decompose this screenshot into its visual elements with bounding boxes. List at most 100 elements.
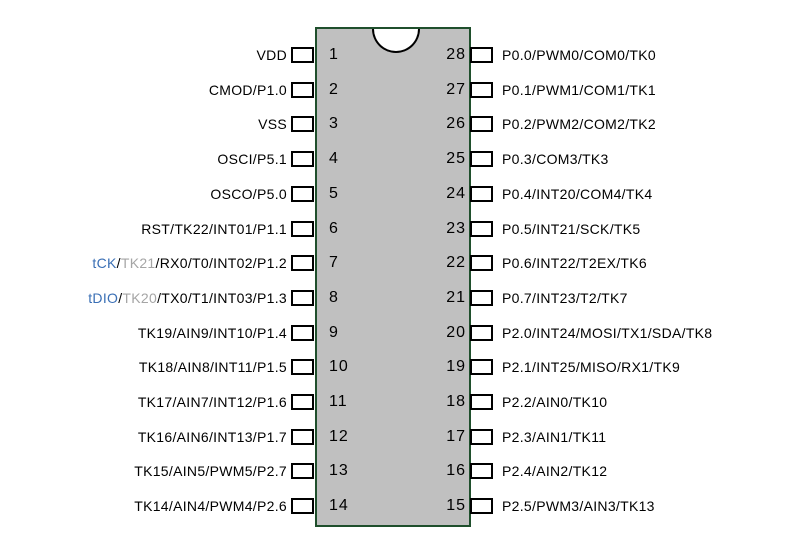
pin-13-number: 13 [329,462,349,480]
pin-label-segment: P0.6/INT22/T2EX/TK6 [502,255,647,272]
chip-notch [372,29,420,53]
pin-2-label: CMOD/P1.0 [209,82,287,98]
pin-25-box [470,151,493,168]
pin-10-number: 10 [329,358,349,376]
pin-label-segment: RST/TK22/INT01/P1.1 [141,220,287,237]
pin-7-number: 7 [329,254,339,272]
pin-label-segment: P0.4/INT20/COM4/TK4 [502,185,653,202]
pin-10-label: TK18/AIN8/INT11/P1.5 [139,359,287,375]
pin-25-number: 25 [446,150,466,168]
pin-28-number: 28 [446,46,466,63]
pin-10-box [291,359,314,376]
pin-22-box [470,255,493,272]
pin-17-number: 17 [446,427,466,445]
pin-21-label: P0.7/INT23/T2/TK7 [502,290,628,306]
pin-3-label: VSS [258,116,287,132]
pin-14-label: TK14/AIN4/PWM4/P2.6 [134,498,287,514]
pin-label-segment: /RX0/T0/INT02/P1.2 [155,255,287,272]
pin-21-number: 21 [446,288,466,306]
pin-8-label: tDIO/TK20/TX0/T1/INT03/P1.3 [88,290,287,306]
pin-label-segment: P2.4/AIN2/TK12 [502,463,608,480]
pin-4-label: OSCI/P5.1 [217,151,287,167]
pin-label-segment: TK14/AIN4/PWM4/P2.6 [134,498,287,515]
pin-4-box [291,151,314,168]
pin-9-box [291,324,314,341]
pin-22-label: P0.6/INT22/T2EX/TK6 [502,255,647,271]
pin-16-box [470,463,493,480]
pin-26-box [470,116,493,133]
pin-11-number: 11 [329,393,348,410]
pin-label-segment: P2.1/INT25/MISO/RX1/TK9 [502,359,681,376]
pin-16-number: 16 [446,462,466,480]
pin-7-box [291,255,314,272]
pin-label-segment: P0.7/INT23/T2/TK7 [502,289,628,306]
pin-17-box [470,428,493,445]
pin-24-number: 24 [446,184,466,202]
pin-23-number: 23 [446,219,466,237]
pin-12-box [291,428,314,445]
pin-label-segment: VDD [256,47,287,63]
pin-15-box [470,498,493,515]
pin-19-label: P2.1/INT25/MISO/RX1/TK9 [502,359,680,375]
pin-16-label: P2.4/AIN2/TK12 [502,463,607,479]
pin-label-segment: TK19/AIN9/INT10/P1.4 [137,324,287,341]
pin-24-label: P0.4/INT20/COM4/TK4 [502,186,652,202]
pin-6-label: RST/TK22/INT01/P1.1 [141,221,287,237]
pin-label-segment: CMOD/P1.0 [208,81,287,98]
pin-label-segment: P2.0/INT24/MOSI/TX1/SDA/TK8 [502,324,713,341]
pin-label-segment: TK16/AIN6/INT13/P1.7 [137,428,287,445]
pin-18-number: 18 [446,393,466,410]
pin-2-number: 2 [329,80,339,98]
pin-12-number: 12 [329,427,349,445]
pin-1-box [291,47,314,63]
pin-11-label: TK17/AIN7/INT12/P1.6 [138,394,287,410]
pin-label-segment: / [116,255,121,272]
pin-9-number: 9 [329,323,339,341]
pin-27-label: P0.1/PWM1/COM1/TK1 [502,82,656,98]
pin-label-segment: TK20 [122,289,158,306]
pin-28-box [470,47,493,63]
pin-5-label: OSCO/P5.0 [210,186,287,202]
pin-3-number: 3 [329,115,339,133]
pin-label-segment: P2.5/PWM3/AIN3/TK13 [502,498,655,515]
pin-8-box [291,289,314,306]
pin-label-segment: OSCI/P5.1 [217,151,287,168]
pin-label-segment: P0.2/PWM2/COM2/TK2 [502,116,656,133]
pin-7-label: tCK/TK21/RX0/T0/INT02/P1.2 [92,255,287,271]
pin-14-box [291,498,314,515]
pin-23-label: P0.5/INT21/SCK/TK5 [502,221,640,237]
pin-label-segment: P0.5/INT21/SCK/TK5 [502,220,641,237]
pin-label-segment: P0.0/PWM0/COM0/TK0 [502,47,656,63]
pin-1-number: 1 [329,46,339,63]
pin-20-box [470,324,493,341]
pin-label-segment: VSS [258,116,287,133]
pin-label-segment: TK21 [120,255,156,272]
pin-label-segment: tCK [92,255,117,272]
pin-26-label: P0.2/PWM2/COM2/TK2 [502,116,656,132]
pin-25-label: P0.3/COM3/TK3 [502,151,609,167]
pin-label-segment: TK17/AIN7/INT12/P1.6 [137,394,287,410]
pin-13-label: TK15/AIN5/PWM5/P2.7 [134,463,287,479]
pin-14-number: 14 [329,497,349,515]
pin-13-box [291,463,314,480]
pin-19-number: 19 [446,358,466,376]
pin-20-number: 20 [446,323,466,341]
pin-label-segment: TK15/AIN5/PWM5/P2.7 [134,463,287,480]
pin-label-segment: P2.2/AIN0/TK10 [502,394,608,410]
pin-label-segment: /TX0/T1/INT03/P1.3 [157,289,287,306]
pin-20-label: P2.0/INT24/MOSI/TX1/SDA/TK8 [502,325,712,341]
pin-26-number: 26 [446,115,466,133]
pin-8-number: 8 [329,288,339,306]
pin-27-number: 27 [446,80,466,98]
pin-2-box [291,81,314,98]
pin-9-label: TK19/AIN9/INT10/P1.4 [138,325,287,341]
pin-19-box [470,359,493,376]
chip-body [315,27,471,527]
pin-6-box [291,220,314,237]
pin-15-number: 15 [446,497,466,515]
pin-label-segment: P0.1/PWM1/COM1/TK1 [502,81,656,98]
pin-label-segment: tDIO [88,289,119,306]
pin-4-number: 4 [329,150,339,168]
pin-6-number: 6 [329,219,339,237]
